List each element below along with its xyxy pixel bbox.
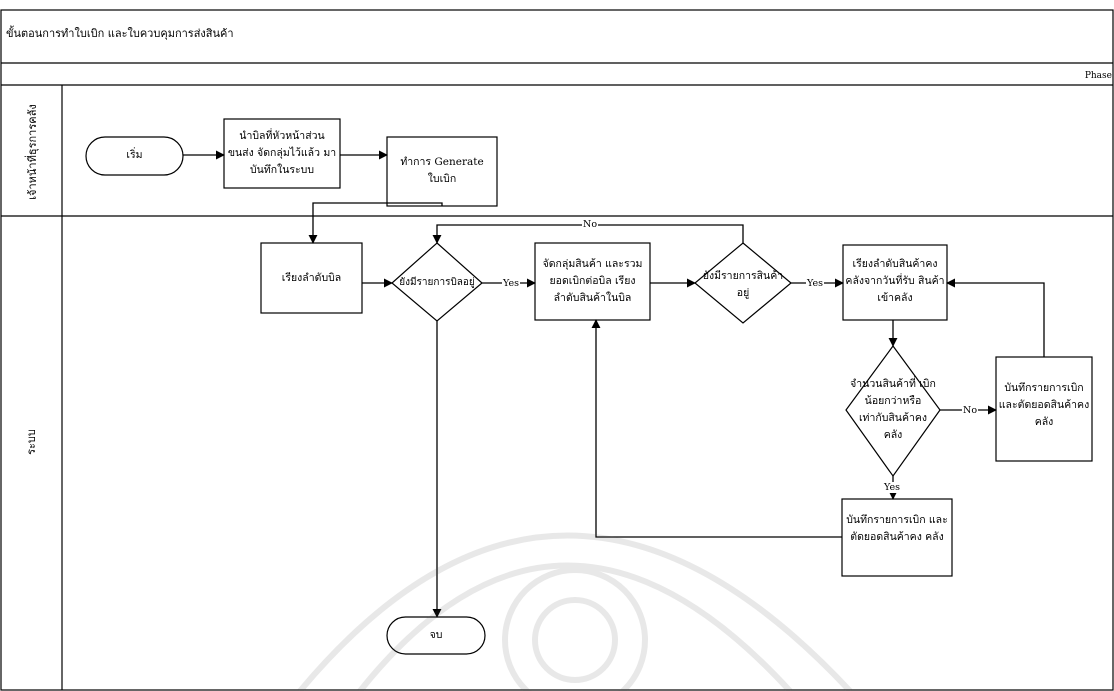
sort-stock-label: เรียงลำดับสินค้าคง คลังจากวันที่รับ สินค… [845, 258, 945, 304]
edge-generate-to-sort [308, 202, 443, 244]
start-label: เริ่ม [126, 149, 143, 161]
edge-label-no-loop: No [582, 219, 599, 230]
sort-stock-box [842, 244, 948, 321]
edge-label-no-qty: No [962, 405, 979, 416]
check-products-label: ยังมีรายการสินค้า อยู่ [702, 270, 784, 299]
phase-label: Phase [1084, 71, 1112, 81]
check-qty-label: จำนวนสินค้าที่ เบิกน้อยกว่าหรือ เท่ากับส… [850, 378, 936, 441]
generate-box [386, 136, 498, 207]
edge-recordyes-to-group [591, 319, 842, 538]
group-products-label: จัดกลุ่มสินค้า และรวม ยอดเบิกต่อบิล เรีย… [542, 258, 643, 304]
record-no-label: บันทึกรายการเบิก และตัดยอดสินค้าคง คลัง [998, 382, 1090, 428]
check-bills-label: ยังมีรายการบิลอยู่ [399, 277, 475, 288]
sort-bills-box [260, 242, 363, 314]
diagram-title: ขั้นตอนการทำใบเบิก และใบควบคุมการส่งสินค… [6, 27, 234, 40]
sort-bills-label: เรียงลำดับบิล [281, 272, 342, 284]
end-label: จบ [429, 629, 443, 641]
start-terminator [85, 136, 184, 176]
edge-recordno-to-sortstock [946, 278, 1045, 357]
edge-label-yes-bills: Yes [502, 278, 520, 289]
edge-label-yes-qty: Yes [883, 482, 901, 493]
bring-bills-label: นำบิลที่หัวหน้าส่วน ขนส่ง จัดกลุ่มไว้แล้… [227, 130, 337, 176]
check-products-decision [694, 242, 792, 324]
edge-label-yes-products: Yes [806, 278, 824, 289]
lane-label-system: ระบบ [25, 429, 38, 455]
record-no-box [995, 356, 1093, 462]
record-yes-box [841, 498, 953, 577]
record-yes-label: บันทึกรายการเบิก และตัดยอดสินค้าคง คลัง [846, 514, 948, 543]
watermark-emblem [297, 532, 853, 691]
swimlane-frame [0, 9, 1114, 691]
lane-label-clerk: เจ้าหน้าที่ธุรการคลัง [26, 104, 39, 200]
generate-label: ทำการ Generate ใบเบิก [400, 156, 484, 185]
